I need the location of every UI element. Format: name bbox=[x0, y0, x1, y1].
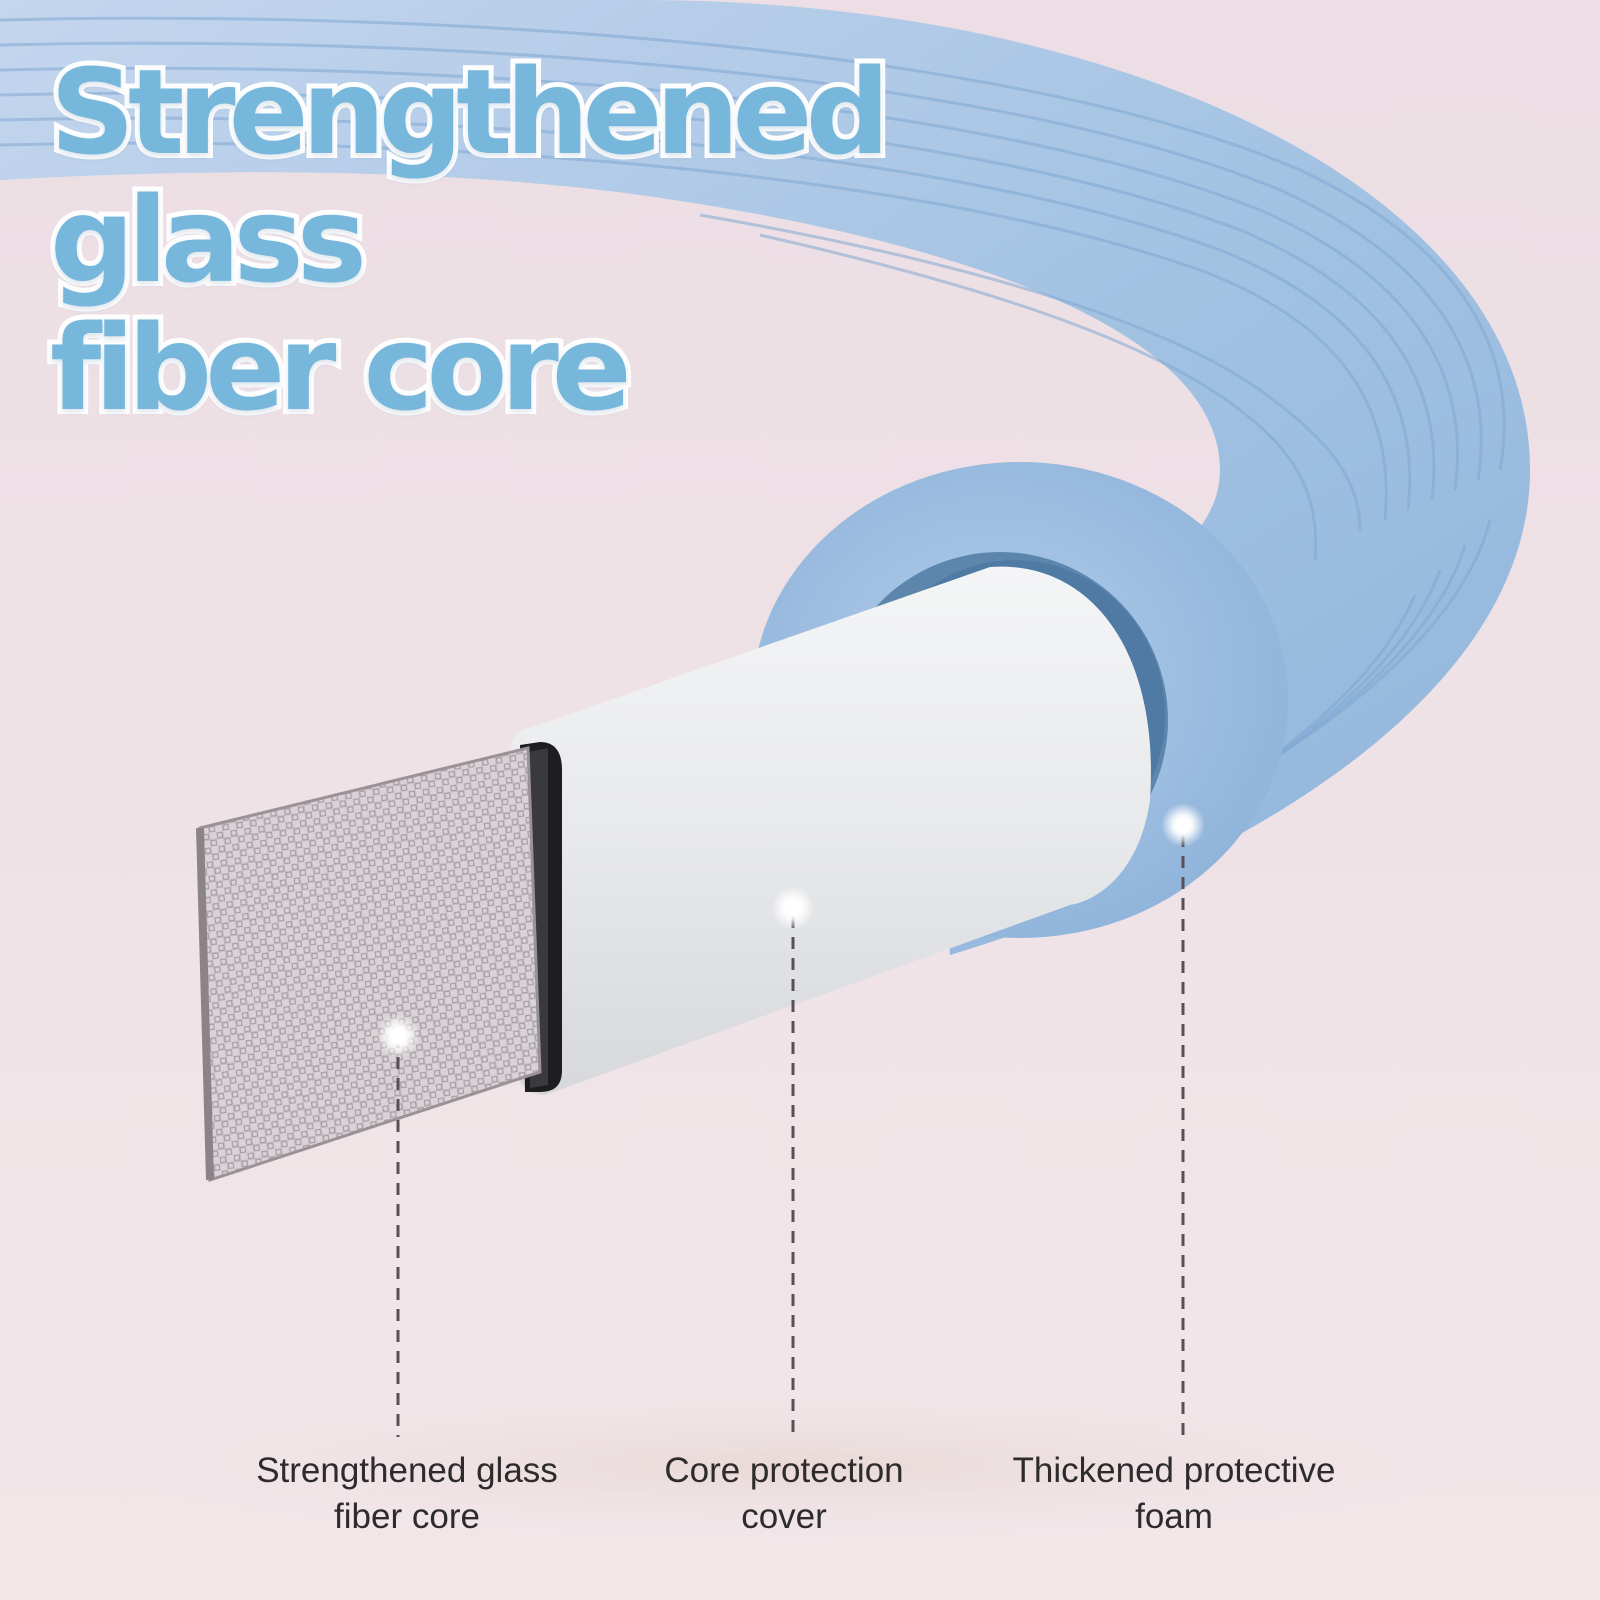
headline-line-2: fiber core bbox=[45, 299, 637, 437]
foam-ribs bbox=[0, 16, 1506, 872]
core-edge bbox=[196, 827, 214, 1181]
callout-label-line-1: Core protection bbox=[664, 1451, 904, 1490]
callout-dot-icon bbox=[376, 1014, 420, 1058]
callout-label-line-1: Thickened protective bbox=[1012, 1451, 1336, 1490]
headline: Strengthened glass fiber core bbox=[45, 43, 1150, 437]
callout-label-glass-fiber-core: Strengthened glass fiber core bbox=[207, 1448, 607, 1540]
callout-label-protective-foam: Thickened protective foam bbox=[974, 1448, 1374, 1540]
core-protection-cover bbox=[510, 566, 1151, 1095]
callout-dot-icon bbox=[1161, 803, 1205, 847]
callout-dot-icon bbox=[771, 886, 815, 930]
headline-line-1: Strengthened glass bbox=[45, 43, 895, 309]
dashed-leader-line bbox=[396, 835, 1185, 1437]
callout-label-line-2: foam bbox=[1135, 1497, 1213, 1536]
callout-label-line-2: fiber core bbox=[334, 1497, 480, 1536]
callout-label-line-2: cover bbox=[741, 1497, 827, 1536]
floor-shadow bbox=[90, 1390, 1490, 1540]
callout-label-core-protection-cover: Core protection cover bbox=[584, 1448, 984, 1540]
callout-label-line-1: Strengthened glass bbox=[256, 1451, 558, 1490]
